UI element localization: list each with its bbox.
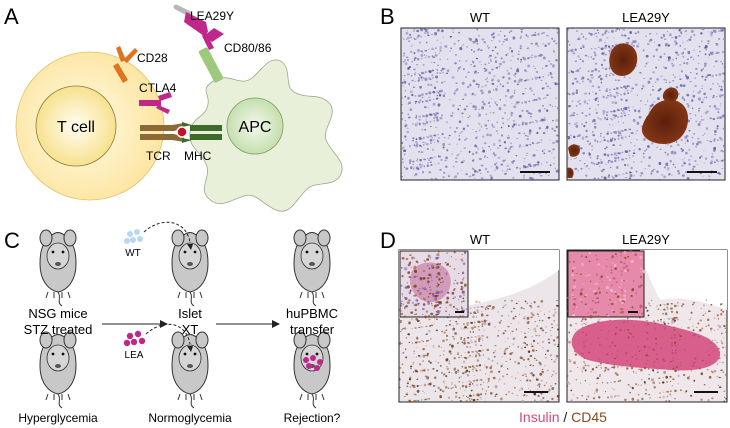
legend-insulin: Insulin [519, 409, 559, 425]
panel-b-wt-image [400, 27, 560, 181]
panel-a-letter: A [4, 4, 19, 29]
apc-nucleus [226, 97, 284, 155]
panel-b-header-lea29y: LEA29Y [622, 10, 670, 25]
outcome-rejection: Rejection? [284, 411, 341, 425]
mouse-nsg [39, 229, 77, 307]
outcome-hyperglycemia: Hyperglycemia [18, 411, 98, 425]
step3-line1: huPBMC [286, 306, 338, 321]
apc-label: APC [239, 119, 272, 136]
panel-c: C WT [4, 221, 341, 425]
panel-b: B WT LEA29Y [380, 4, 726, 181]
stain-legend: Insulin / CD45 [519, 409, 607, 425]
lea-islet-cells [123, 330, 146, 347]
panel-a: A APC T cell CD28 LEA29Y CD80/86 [4, 4, 343, 212]
step1-line1: NSG mice [28, 306, 87, 321]
antigen-peptide [176, 126, 188, 138]
tcr-receptor [140, 123, 184, 142]
insulin-positive-graft [571, 319, 721, 371]
legend-separator: / [560, 409, 572, 425]
panel-b-header-wt: WT [470, 10, 490, 25]
mhc-molecule [182, 122, 222, 143]
t-cell-label: T cell [57, 119, 95, 136]
insulin-positive-islets [567, 43, 689, 178]
panel-d-letter: D [380, 228, 396, 253]
mouse-hupbmc [293, 229, 331, 307]
cd80-86-ligand [198, 47, 224, 83]
wt-cells-label: WT [125, 248, 141, 259]
panel-d-header-wt: WT [470, 232, 490, 247]
step2-line2: XT [182, 322, 199, 337]
panel-b-letter: B [380, 4, 395, 29]
ctla4-receptor [139, 92, 172, 114]
panel-d: D WT LEA29Y Insulin / CD45 [380, 228, 728, 425]
step3-line2: transfer [290, 322, 335, 337]
lea29y-label: LEA29Y [190, 9, 234, 23]
ctla4-label: CTLA4 [139, 81, 177, 95]
step1-line2: STZ treated [24, 322, 93, 337]
mouse-rejection [293, 331, 331, 409]
cd80-86-label: CD80/86 [224, 41, 272, 55]
wt-islet-cells [124, 229, 143, 244]
rejection-islet-cells [303, 355, 323, 371]
legend-cd45: CD45 [571, 409, 607, 425]
mhc-label: MHC [184, 149, 212, 163]
mouse-hyperglycemia [39, 331, 77, 409]
cd28-label: CD28 [137, 51, 168, 65]
panel-c-letter: C [4, 228, 20, 253]
cd28-receptor [113, 46, 138, 83]
t-cell-nucleus [35, 85, 117, 167]
wt-transplant-arrow [143, 221, 191, 243]
tcr-label: TCR [146, 149, 171, 163]
panel-b-lea29y-image [566, 27, 726, 181]
lea-cells-label: LEA [125, 350, 144, 361]
panel-d-header-lea29y: LEA29Y [622, 232, 670, 247]
lea29y-molecule [173, 4, 224, 50]
lea-transplant-arrow [145, 323, 191, 345]
outcome-normoglycemia: Normoglycemia [148, 411, 232, 425]
step2-line1: Islet [178, 306, 202, 321]
